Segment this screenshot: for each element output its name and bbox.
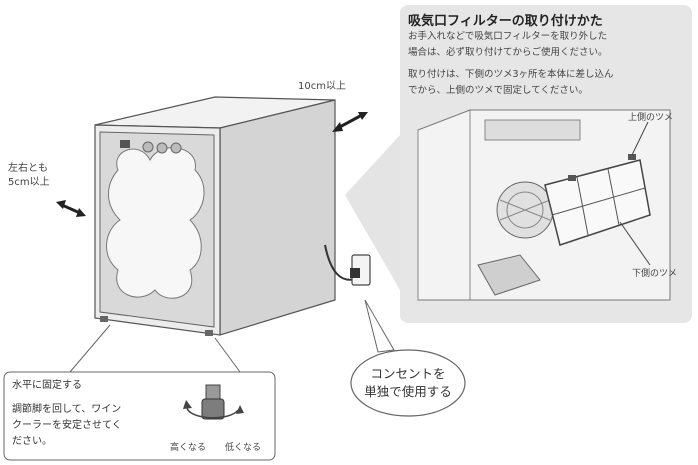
outlet-bubble-tail [364, 299, 395, 353]
back-clearance-arrow [332, 112, 368, 132]
foot-lower-label: 低くなる [225, 443, 262, 453]
intake-filter [544, 159, 651, 246]
level-instruction-line: 調節脚を回して、ワイン [12, 404, 122, 415]
cooler-foot [100, 316, 108, 322]
outlet-bubble-line1: コンセントを [370, 366, 446, 381]
control-button [156, 142, 168, 154]
upper-tab [628, 154, 636, 160]
back-clearance-label: 10cm以上 [298, 81, 346, 92]
level-instruction-line: ださい。 [12, 436, 52, 447]
cooler-glass-window [105, 147, 205, 299]
control-display [120, 140, 130, 148]
power-plug [350, 268, 360, 278]
level-heading: 水平に固定する [12, 380, 82, 391]
filter-panel-line: 場合は、必ず取り付けてからご使用ください。 [408, 47, 608, 58]
level-instruction-line: クーラーを安定させてく [12, 420, 122, 431]
cooler-side [219, 99, 336, 336]
outlet-bubble [350, 349, 466, 417]
foot-higher-label: 高くなる [170, 443, 207, 453]
filter-panel-title: 吸気口フィルターの取り付けかた [408, 14, 603, 29]
side-clearance-arrow [56, 200, 86, 217]
filter-panel-line: 取り付けは、下側のツメ3ヶ所を本体に差し込ん [408, 69, 614, 80]
upper-tab [568, 175, 576, 181]
filter-panel-line: お手入れなどで吸気口フィルターを取り外した [408, 31, 608, 42]
cooler-foot [205, 330, 213, 336]
callout-wedge [345, 135, 400, 290]
level-callout-line [69, 324, 111, 373]
side-clearance-label: 左右とも [8, 163, 48, 174]
outlet-bubble-line2: 単独で使用する [364, 384, 452, 399]
level-callout-line [214, 337, 241, 373]
upper-tab-label: 上側のツメ [628, 113, 674, 123]
filter-panel-line: でから、上側のツメで固定してください。 [408, 85, 588, 96]
side-clearance-distance: 5cm以上 [8, 177, 50, 188]
cooler-back-closeup [417, 109, 671, 301]
lower-tab-label: 下側のツメ [632, 269, 678, 279]
control-button [142, 141, 154, 153]
adjustable-foot-icon [183, 384, 244, 420]
control-button [170, 142, 182, 154]
